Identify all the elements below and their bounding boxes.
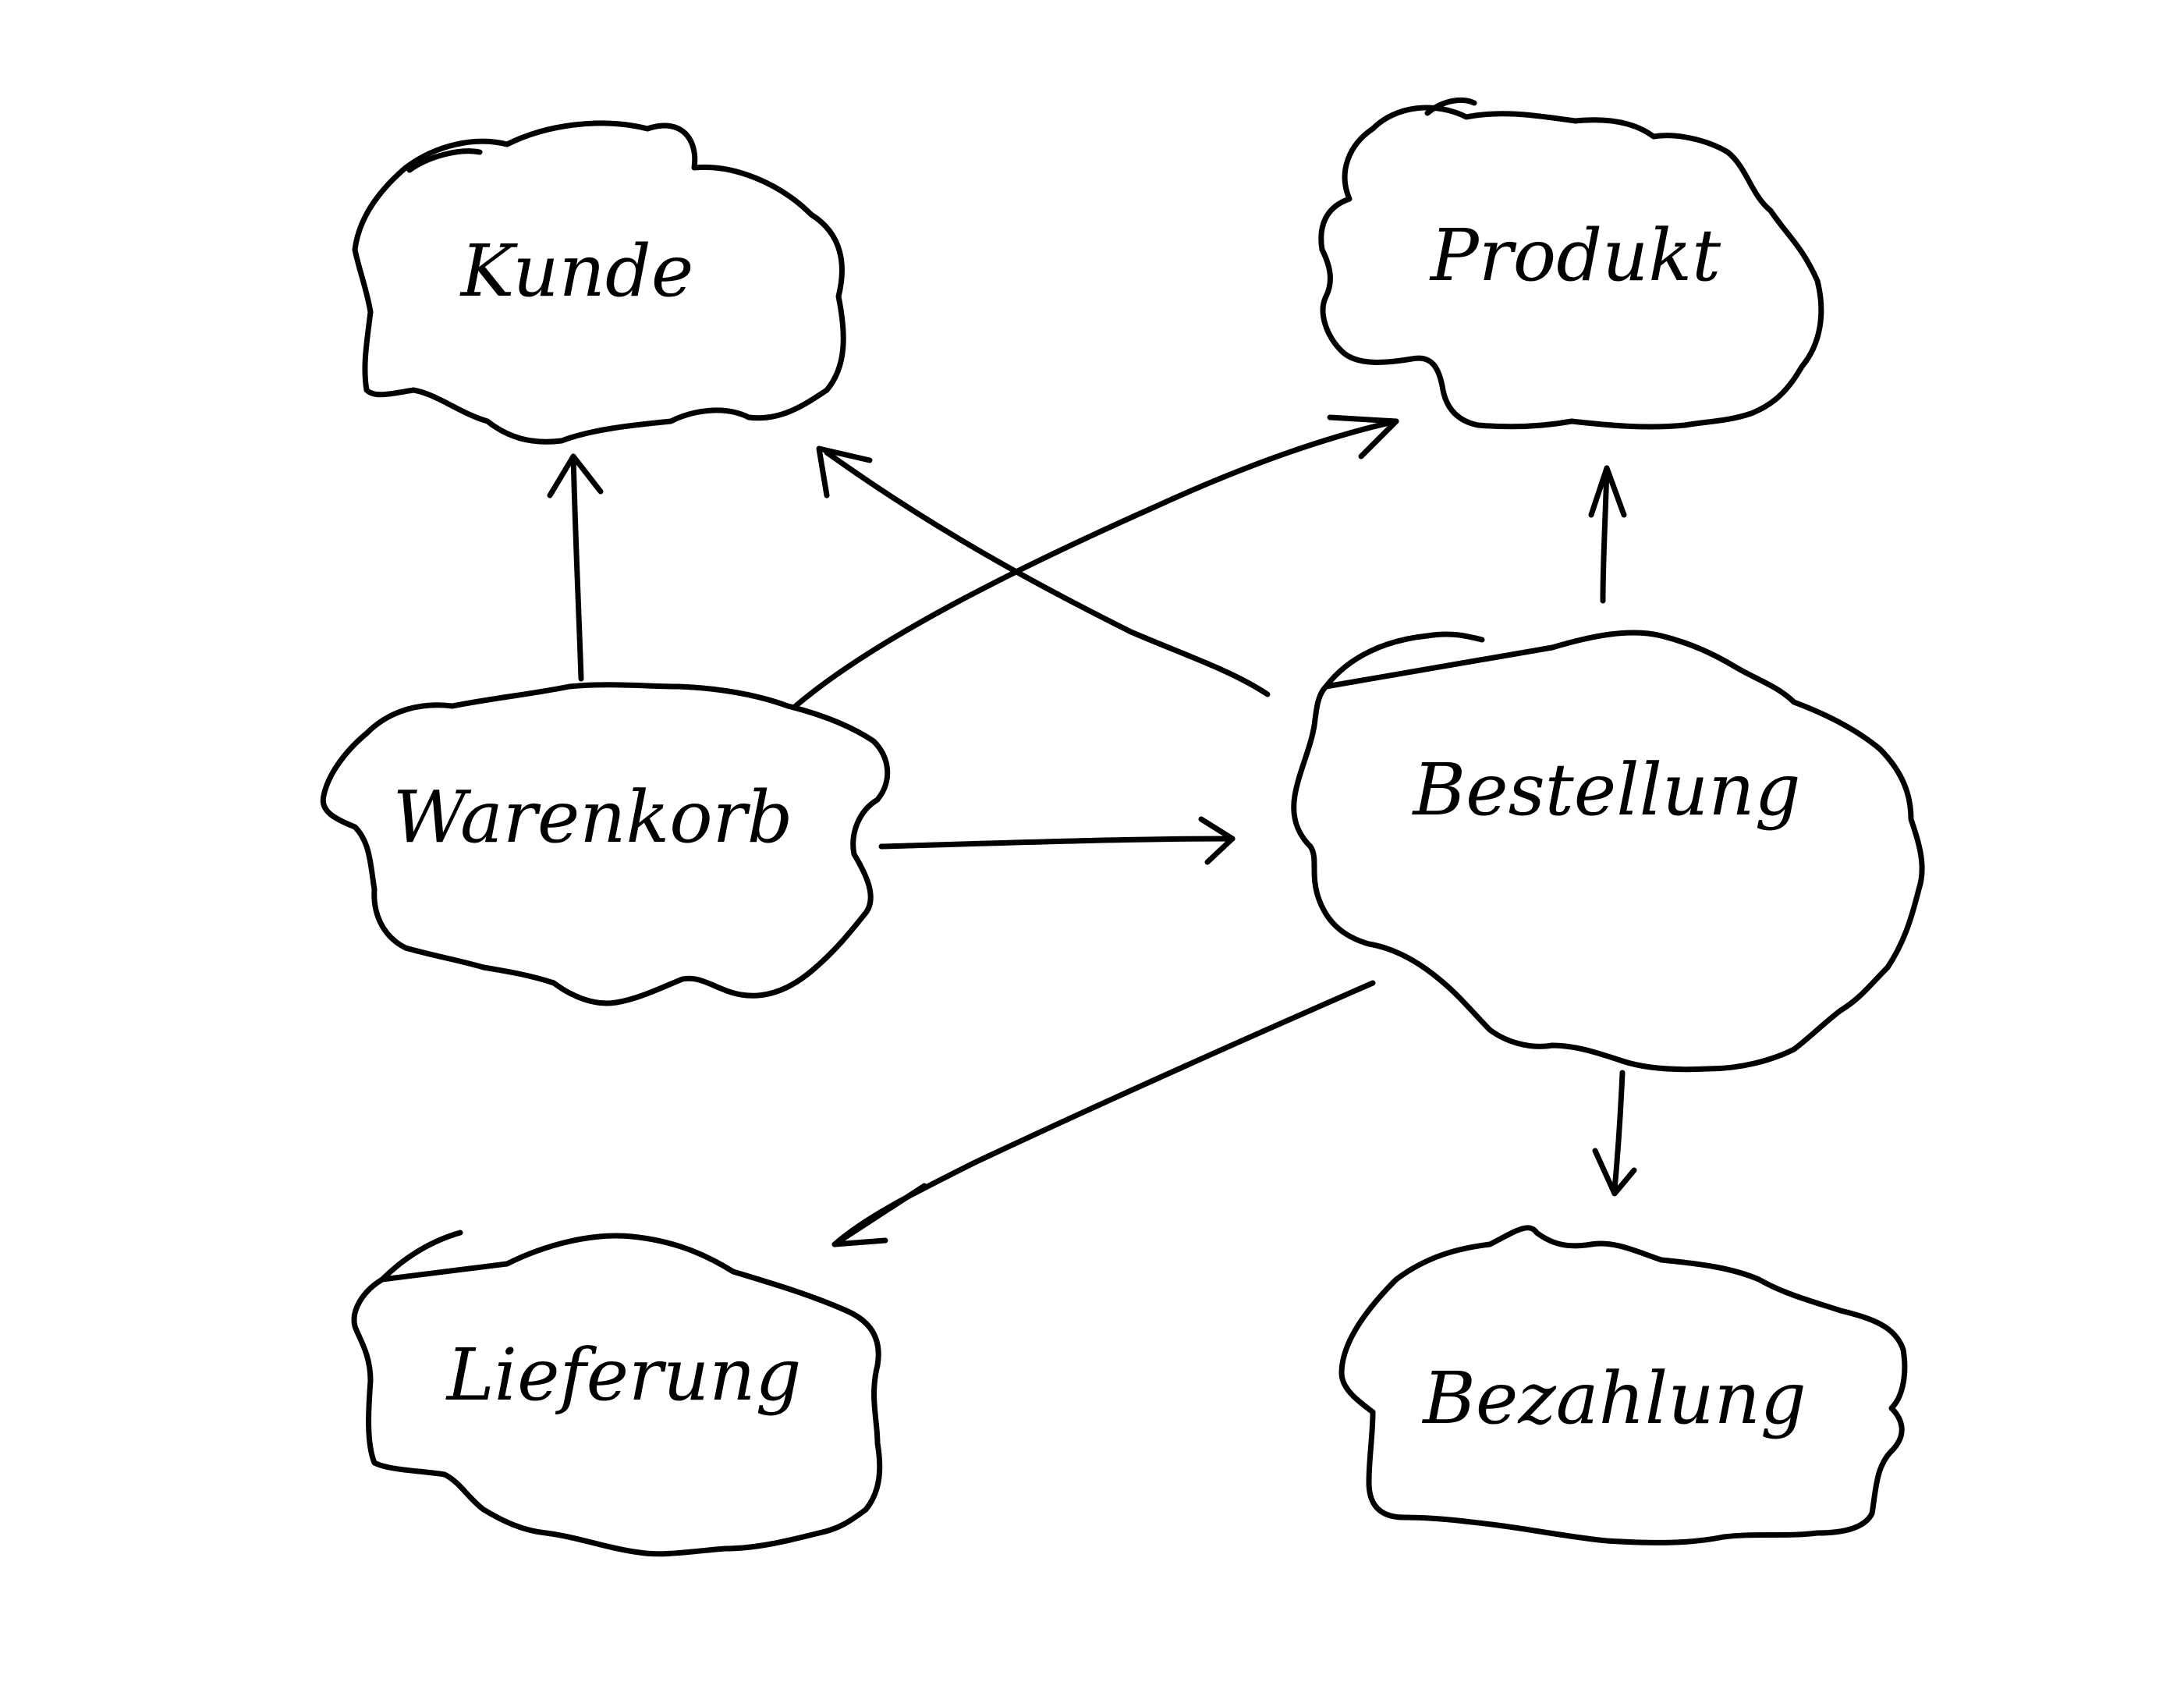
edge-warenkorb-kunde-line <box>570 453 584 682</box>
edge-bestellung-lieferung-arrowhead <box>831 1183 927 1247</box>
node-kunde-label: Kunde <box>459 229 694 313</box>
edge-warenkorb-produkt <box>792 414 1399 709</box>
node-lieferung-label: Lieferung <box>445 1333 802 1417</box>
edge-bestellung-produkt <box>1588 465 1627 604</box>
edge-bestellung-lieferung-line <box>831 980 1376 1247</box>
node-kunde-scribble <box>406 148 483 173</box>
node-bestellung: Bestellung <box>1291 630 1925 1073</box>
edge-bestellung-kunde <box>816 445 1271 697</box>
edge-bestellung-lieferung <box>831 980 1376 1247</box>
node-warenkorb: Warenkorb <box>320 682 891 1006</box>
edge-bestellung-bezahlung-line <box>1611 1070 1626 1193</box>
node-produkt-label: Produkt <box>1429 214 1721 297</box>
node-lieferung: Lieferung <box>351 1230 883 1557</box>
node-kunde: Kunde <box>352 120 846 445</box>
node-bezahlung: Bezahlung <box>1338 1225 1908 1545</box>
node-bezahlung-outline <box>1338 1225 1908 1545</box>
node-warenkorb-outline <box>320 682 891 1006</box>
node-warenkorb-label: Warenkorb <box>392 775 792 859</box>
edge-bestellung-kunde-arrowhead <box>816 445 873 499</box>
edge-warenkorb-produkt-line <box>792 418 1399 709</box>
node-produkt-scribble <box>1424 97 1477 116</box>
edge-warenkorb-bestellung-arrowhead <box>1198 816 1236 865</box>
node-bezahlung-label: Bezahlung <box>1421 1357 1806 1440</box>
edge-bestellung-kunde-line <box>824 449 1271 697</box>
edge-warenkorb-bestellung-line <box>878 836 1236 850</box>
node-bestellung-outline <box>1291 630 1925 1073</box>
node-produkt-outline <box>1318 105 1824 430</box>
node-lieferung-outline <box>351 1230 883 1557</box>
edge-warenkorb-kunde-arrowhead <box>547 453 604 499</box>
edge-bestellung-produkt-arrowhead <box>1588 465 1627 518</box>
node-kunde-outline <box>352 120 846 445</box>
edge-bestellung-bezahlung-arrowhead <box>1592 1148 1637 1197</box>
node-produkt: Produkt <box>1318 97 1824 430</box>
edge-bestellung-bezahlung <box>1592 1070 1637 1197</box>
edge-warenkorb-produkt-arrowhead <box>1327 414 1399 460</box>
edge-warenkorb-kunde <box>547 453 604 682</box>
edge-warenkorb-bestellung <box>878 816 1236 865</box>
edge-bestellung-produkt-line <box>1600 465 1610 604</box>
node-bestellung-label: Bestellung <box>1412 748 1801 832</box>
